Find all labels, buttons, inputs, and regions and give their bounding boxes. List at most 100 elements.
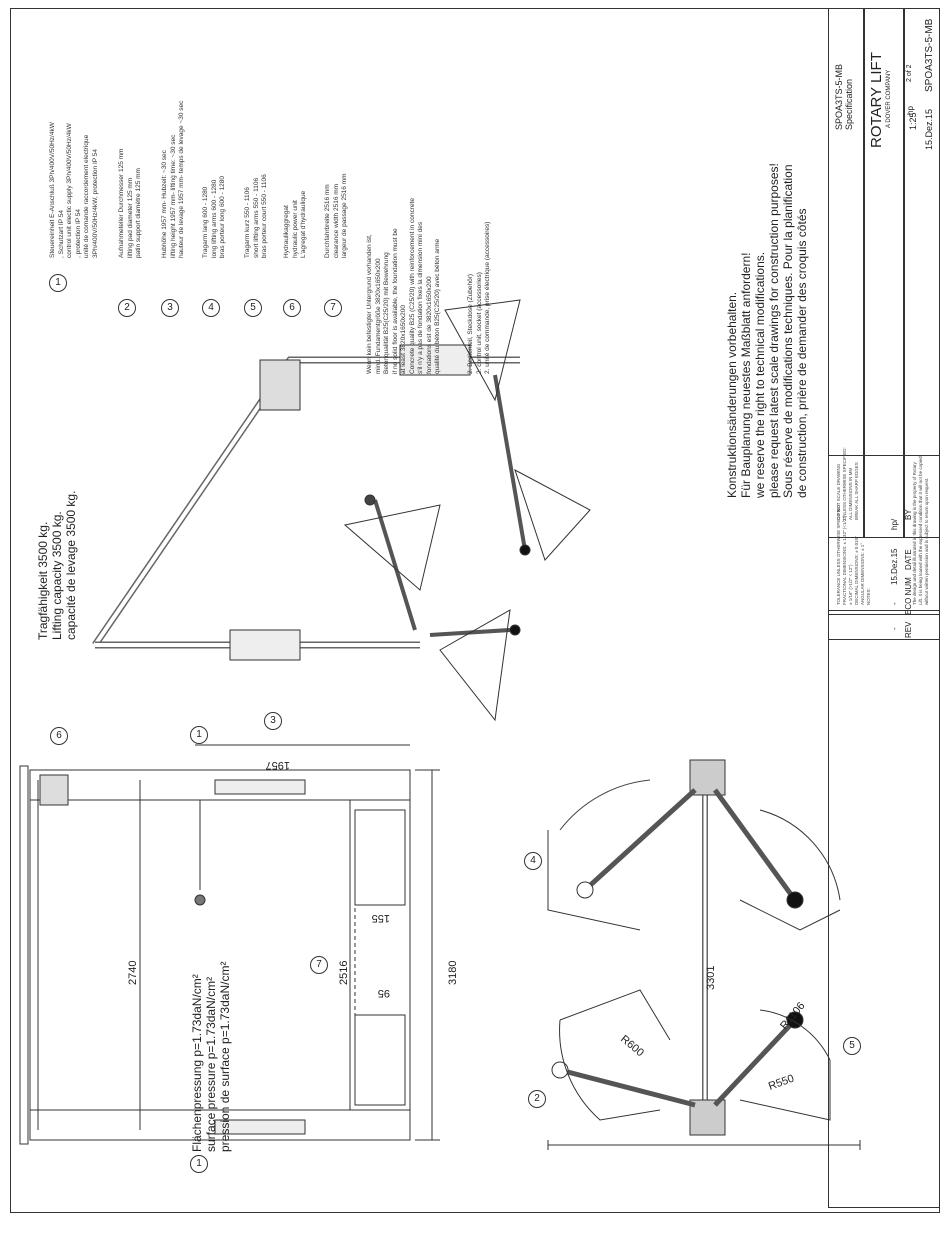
legend-num-2: 2 — [118, 299, 136, 317]
dim-r550: R550 — [767, 1073, 796, 1093]
capacity-fr: capacité de levage 3500 kg. — [64, 490, 78, 640]
doc-title: SPOA3TS-5-MB Specification — [834, 64, 854, 130]
legend-line: Steuereinheit E-Anschluß 3Ph/400V/50Hz/4… — [49, 122, 56, 258]
legend-line: 3Ph/400V/50Hz/4kW, protection IP 54 — [91, 148, 99, 258]
pressure-de: Flächenpressung p=1.73daN/cm² — [190, 974, 204, 1152]
accessories-line: 2. unité de commande, prise électrique (… — [484, 221, 491, 374]
foundation-line: if no solid floor is available, the foun… — [391, 228, 399, 374]
pressure-fr: pression de surface p=1.73daN/cm² — [218, 961, 232, 1152]
rev-row-date: 15.Dez.15 — [890, 548, 899, 585]
capacity-block: Tragfähigkeit 3500 kg. Lifting capacity … — [36, 491, 78, 640]
power-unit — [39, 774, 69, 806]
construction-line: de construction, prière de demander des … — [795, 208, 809, 499]
construction-line: Konstruktionsänderungen vorbehalten. — [725, 291, 739, 498]
dim-155: 155 — [372, 912, 390, 924]
legend-num-5: 5 — [244, 299, 262, 317]
company-name: ROTARY LIFT — [868, 52, 885, 148]
legend-item-3: Hubhöhe 1957 mm- Hubzeit: ~30 sec liftin… — [161, 101, 187, 258]
construction-line: we reserve the right to technical modifi… — [753, 251, 767, 498]
by-header: BY — [904, 509, 913, 520]
date-footer: 15.Dez.15 — [924, 108, 934, 150]
legend-line: Hydraulikaggregat — [283, 205, 290, 258]
legend-line: Hubhöhe 1957 mm- Hubzeit: ~30 sec — [161, 150, 168, 258]
callout-7: 7 — [310, 956, 328, 974]
title-block-drawing-no — [828, 8, 864, 538]
rev-row-eco: - — [890, 602, 899, 605]
drawing-number: SPOA3TS-5-MB — [834, 63, 844, 130]
legend-line: control unit electic supply 3Ph/400V/50H… — [66, 123, 73, 258]
callout-1a: 1 — [190, 1155, 208, 1173]
foundation-line: qualité du béton B25(C25/20) avec béton … — [434, 238, 441, 374]
sheet-value: 2 of 2 — [906, 64, 913, 82]
legend-line: Durchfahrbreite 2516 mm — [324, 184, 331, 258]
legend-item-2: Aufnahmeteller Durchmesser 125 mm liftin… — [118, 149, 144, 258]
rev-row-by: hp/ — [890, 518, 899, 530]
unless-line: BREAK ALL SHARP EDGES — [854, 462, 859, 520]
dim-r600: R600 — [618, 1033, 646, 1059]
foundation-note: Wenn kein befestigter Untergrund vorhand… — [366, 198, 443, 374]
accessories-note: 2. Bedienteil, Steckdose (Zubehör) 2. co… — [467, 222, 493, 374]
accessories-line: 2. Bedienteil, Steckdose (Zubehör) — [467, 273, 474, 374]
legend-line: unité de comande raccordement electrique — [83, 134, 90, 258]
legend-num-3: 3 — [161, 299, 179, 317]
foundation-line: at least 3820x1650x200 — [400, 304, 407, 374]
accessories-line: 2. control unit, socket (accessories) — [475, 272, 483, 374]
legend-item-5: Tragarm kurz 550 - 1106 short lifting ar… — [244, 174, 270, 258]
legend-line: largeur de passage 2516 mm — [341, 173, 348, 258]
legend-line: Tragarm kurz 550 - 1106 — [244, 187, 251, 258]
legend-line: hydraulic power unit — [291, 200, 299, 258]
callout-6: 6 — [50, 727, 68, 745]
callout-2: 2 — [528, 1090, 546, 1108]
tolerance-box — [828, 455, 940, 615]
legend-num-7: 7 — [324, 299, 342, 317]
rev-row-rev: - — [890, 627, 899, 630]
tolerance-line: NOTES: — [866, 588, 871, 605]
legend-num-6: 6 — [283, 299, 301, 317]
foundation-line: fondations est de 3820x1650x200 — [425, 276, 433, 374]
construction-note: Konstruktionsänderungen vorbehalten. Für… — [725, 163, 809, 498]
callout-3: 3 — [264, 712, 282, 730]
company-logo: ROTARY LIFT — [868, 52, 885, 148]
scale-value: 1:25 — [908, 112, 918, 130]
rev-header: REV — [904, 621, 913, 638]
foundation-line: Wenn kein befestigter Untergrund vorhand… — [366, 234, 373, 374]
legend-item-4: Tragarm lang 600 - 1280 long lifting arm… — [202, 176, 228, 258]
legend-line: lifting pad diameter 125 mm — [126, 177, 134, 258]
callout-4: 4 — [524, 852, 542, 870]
legend-item-7: Durchfahrbreite 2516 mm clearance width … — [324, 173, 350, 258]
dim-lift-height: 1957 — [266, 759, 290, 771]
foundation-line: s'il n'y a pas de fondation fixes la dim… — [417, 221, 424, 374]
legend-line: bras porteur court 550 - 1106 — [261, 174, 268, 258]
capacity-en: Lifting capacity 3500 kg. — [50, 511, 64, 640]
legend-num-4: 4 — [202, 299, 220, 317]
capacity-de: Tragfähigkeit 3500 kg. — [36, 521, 50, 640]
legend-line: short lifting arms 550 - 1106 — [252, 177, 260, 258]
legend-line: bras porteur long 600 - 1280 — [219, 175, 226, 258]
pressure-en: surface pressure p=1.73daN/cm² — [204, 976, 218, 1152]
drawn-by: hp — [906, 106, 915, 115]
dim-clearance: 2516 — [338, 961, 350, 985]
legend-line: hauteur de levage 1957 mm- temps de leva… — [178, 100, 185, 258]
construction-line: Sous réserve de modifications techniques… — [781, 164, 795, 498]
title-block-scale — [904, 8, 940, 538]
dim-95: 95 — [378, 987, 390, 999]
doc-type: Specification — [844, 78, 854, 130]
revision-table — [828, 610, 940, 640]
foundation-line: Concrete quality B25 (C25/20) with reinf… — [408, 198, 416, 374]
legend-line: L'agregat d'hydraulique — [300, 190, 307, 258]
dim-inner-width: 2740 — [127, 961, 139, 985]
construction-line: please request latest scale drawings for… — [767, 163, 781, 498]
legend-line: , Schutzart IP 54 — [57, 210, 65, 258]
front-view-frame — [29, 769, 411, 1141]
legend-line: , protection IP 54 — [74, 208, 82, 258]
dim-outer-width: 3180 — [447, 961, 459, 985]
proprietary-note: The design and detail illustrated in thi… — [912, 456, 929, 605]
legend-line: patin support diamètre 125 mm — [135, 168, 142, 258]
legend-line: long lifting arms 600 - 1280 — [210, 179, 218, 258]
legend-line: clearance width 2516 mm — [332, 183, 340, 258]
drawing-number-footer: SPOA3TS-5-MB — [924, 18, 935, 92]
legend-item-6: Hydraulikaggregat hydraulic power unit L… — [283, 191, 309, 258]
company-sub: A DOVER COMPANY — [886, 69, 892, 128]
eco-header: ECO NUM — [904, 577, 913, 615]
